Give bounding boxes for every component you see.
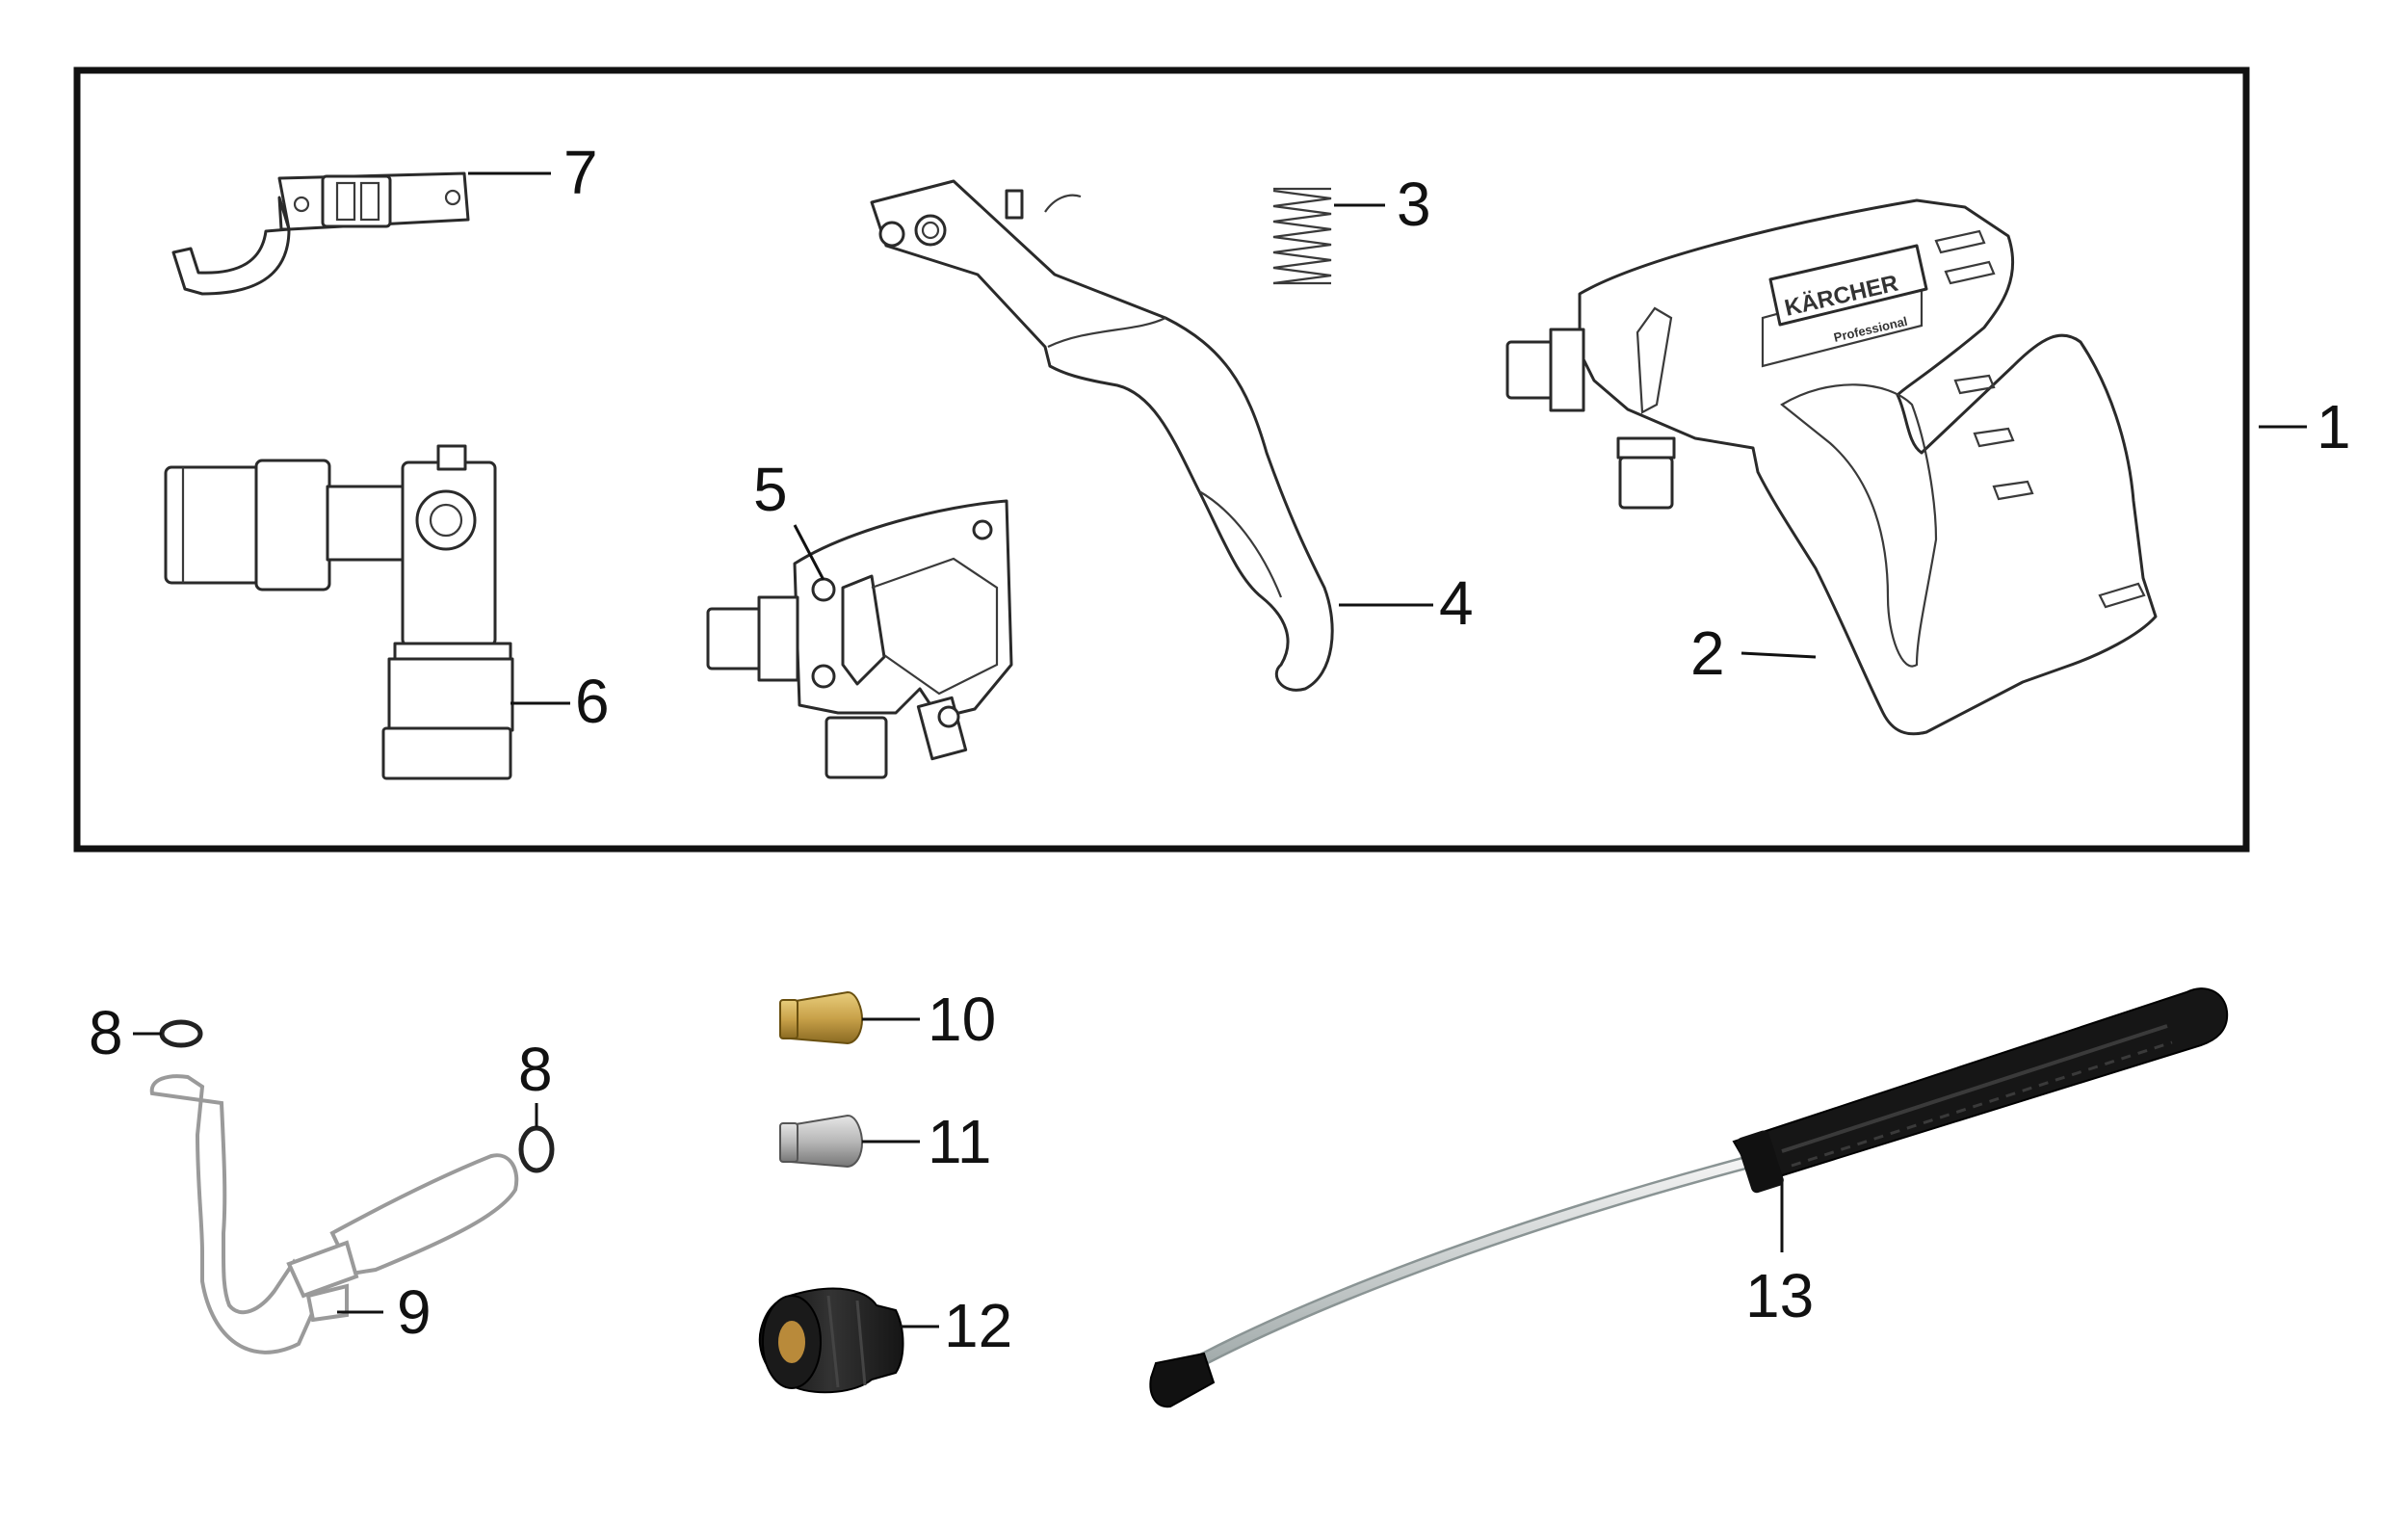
trigger-lever-part [870,179,1334,692]
callout-5: 5 [753,455,788,524]
spring-part [1272,187,1332,285]
callout-2: 2 [1690,618,1725,688]
housing-half-part [706,499,1013,779]
callout-8-right: 8 [518,1035,553,1104]
callout-4: 4 [1439,568,1474,638]
brass-insert-part [779,990,864,1045]
connector-hose-part [149,1074,519,1354]
nozzle-cap-part [758,1287,904,1394]
o-ring-right [518,1125,555,1173]
spray-lance-part [1149,987,2229,1408]
callout-1: 1 [2316,392,2351,461]
assembly-frame [73,66,2250,853]
callout-13: 13 [1745,1261,1814,1330]
callout-9: 9 [397,1277,432,1347]
callout-11: 11 [928,1107,991,1176]
o-ring-left [159,1019,203,1048]
callout-8-left: 8 [89,998,123,1067]
callout-12: 12 [944,1291,1012,1360]
callout-10: 10 [928,985,996,1054]
callout-7: 7 [563,138,598,207]
steel-insert-part [779,1114,864,1169]
valve-fitting-part [164,444,514,780]
callout-6: 6 [575,667,610,736]
safety-catch-part [171,171,470,296]
callout-3: 3 [1397,170,1431,239]
handle-body-part: KÄRCHER Professional [1505,198,2158,736]
